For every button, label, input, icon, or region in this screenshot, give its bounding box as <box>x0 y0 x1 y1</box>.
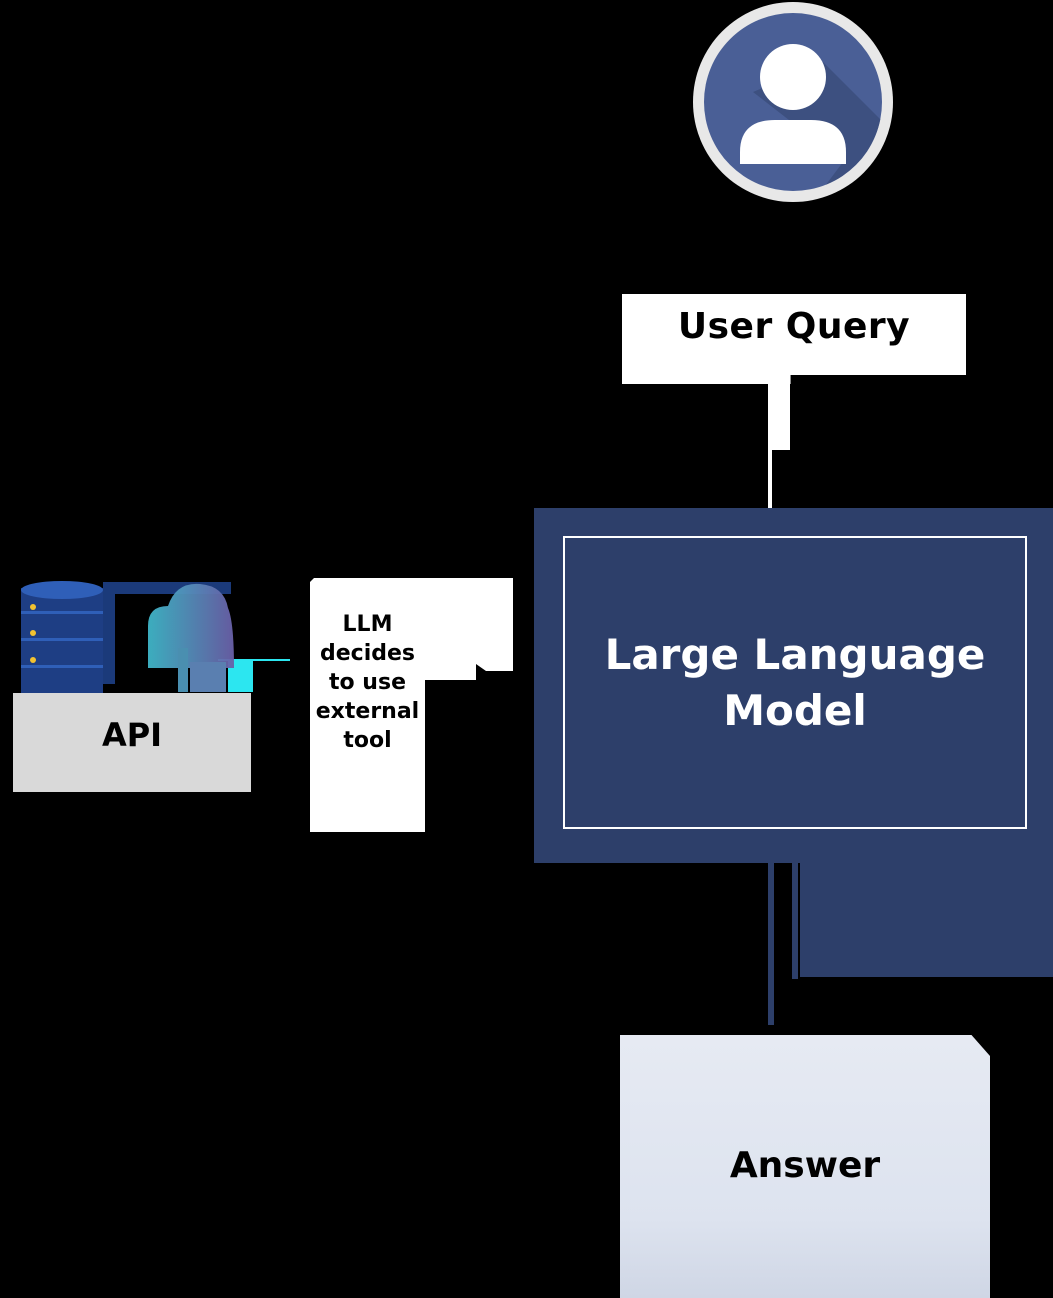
llm-panel-extension <box>798 863 1053 977</box>
user-avatar-icon <box>693 2 893 202</box>
cloud-icon <box>148 583 234 692</box>
answer-label: Answer <box>729 1145 881 1186</box>
api-label: API <box>101 715 163 754</box>
decision-label-box: LLM decides to use external tool <box>310 578 513 832</box>
database-icon <box>21 581 103 693</box>
query-to-llm-arrow <box>768 384 790 508</box>
llm-label: Large Language Model <box>604 629 986 735</box>
llm-to-answer-arrow <box>764 863 800 1025</box>
llm-to-api-arrow <box>310 578 513 832</box>
user-query-label: User Query <box>677 306 911 347</box>
api-graphic <box>21 581 290 693</box>
llm-box: Large Language Model <box>563 536 1027 829</box>
decision-label: LLM decides to use external tool <box>315 612 420 753</box>
api-box: API <box>13 693 251 792</box>
answer-box: Answer <box>620 1035 990 1298</box>
user-query-box: User Query <box>622 294 966 384</box>
